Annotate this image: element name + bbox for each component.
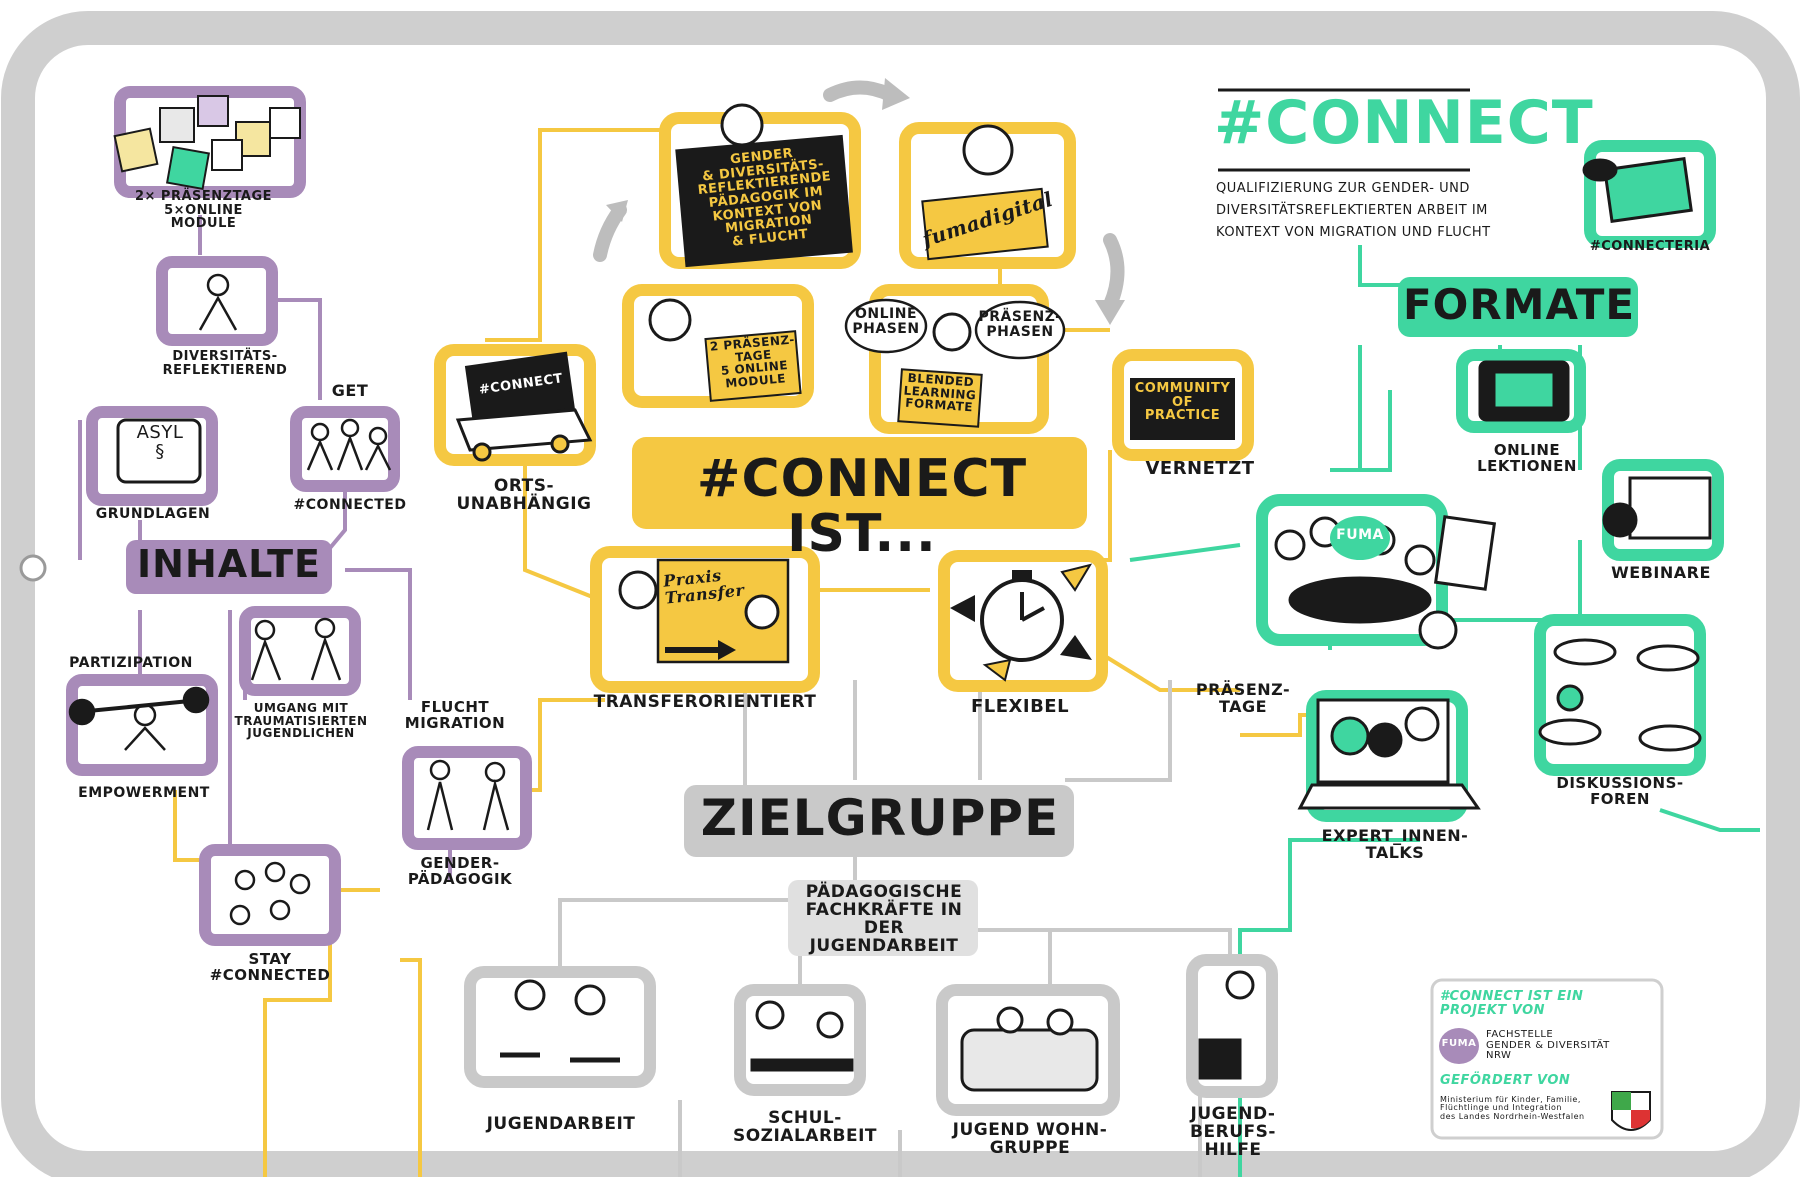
fumadigital-sign	[921, 187, 1049, 261]
gefoerdert-label: GEFÖRDERT VON	[1440, 1073, 1571, 1088]
praesenztage-sign	[704, 330, 802, 402]
online-phasen-bubble	[844, 298, 928, 354]
online-phasen-label: ONLINE PHASEN	[852, 306, 920, 337]
expert-talks-label: EXPERT_INNEN- TALKS	[1321, 826, 1469, 862]
get-label: GET	[331, 381, 369, 400]
people-sketches	[68, 273, 510, 926]
partizipation-label: PARTIZIPATION	[69, 655, 193, 671]
praesenztage-label: 2× PRÄSENZTAGE 5×ONLINE MODULE	[134, 189, 273, 232]
home-button-icon	[19, 554, 47, 582]
jugendarbeit-box	[464, 966, 656, 1088]
umgang-label: UMGANG MIT TRAUMATISIERTEN JUGENDLICHEN	[234, 701, 368, 741]
connecteria-label: #CONNECTERIA	[1589, 239, 1711, 254]
jugendarbeit-label: JUGENDARBEIT	[486, 1114, 636, 1134]
empowerment-label: EMPOWERMENT	[78, 785, 210, 801]
paedagogische-highlight	[788, 880, 978, 956]
paedagogik-board	[675, 134, 853, 268]
zielgruppe-title: ZIELGRUPPE	[700, 789, 1060, 847]
connected-label: #CONNECTED	[293, 497, 407, 513]
fuma-sign-label: FUMA	[1336, 527, 1384, 543]
flucht-box	[402, 746, 532, 850]
formate-highlight	[1398, 277, 1638, 337]
blended-sign	[897, 368, 983, 428]
community-label: COMMUNITY OF PRACTICE	[1134, 381, 1231, 424]
zielgruppe-sketches	[500, 970, 1255, 1092]
inhalte-title: INHALTE	[137, 542, 321, 586]
projekt-von-label: #CONNECT IST EIN PROJEKT VON	[1440, 989, 1584, 1018]
formate-title: FORMATE	[1402, 280, 1636, 329]
cycle-arrowheads	[606, 78, 1125, 325]
schul-box	[734, 984, 866, 1096]
diskussionsforen-label: DISKUSSIONS- FOREN	[1556, 774, 1684, 808]
praesenztage-sign-label: 2 PRÄSENZ- TAGE 5 ONLINE MODULE	[709, 332, 796, 391]
community-sign	[1130, 378, 1235, 440]
flexibel-label: FLEXIBEL	[970, 696, 1070, 717]
asyl-tablet-icon	[116, 418, 202, 484]
dice-icon	[113, 95, 301, 191]
page-title: #CONNECT	[1214, 88, 1594, 158]
fachstelle-label: FACHSTELLE GENDER & DIVERSITÄT NRW	[1486, 1029, 1610, 1061]
berufshilfe-label: JUGEND- BERUFS- HILFE	[1190, 1104, 1276, 1160]
umgang-box	[239, 606, 361, 696]
webinare-label: WEBINARE	[1611, 563, 1711, 582]
flucht-label: FLUCHT MIGRATION	[404, 698, 506, 732]
formate-sketches	[1274, 156, 1712, 810]
inhalte-highlight	[126, 540, 332, 594]
nrw-crest-icon	[1611, 1091, 1651, 1131]
zielgruppe-highlight	[684, 785, 1074, 857]
schulsozialarbeit-label: SCHUL- SOZIALARBEIT	[732, 1108, 878, 1146]
stay-connected-label: STAY #CONNECTED	[209, 950, 331, 984]
credits-box	[1430, 978, 1664, 1140]
clock-icon	[950, 563, 1093, 682]
praesenz-phasen-label: PRÄSENZ- PHASEN	[978, 309, 1062, 340]
asyl-label: ASYL §	[136, 422, 184, 462]
diversitaet-label: DIVERSITÄTS- REFLEKTIEREND	[162, 349, 288, 378]
paedagogische-fachkraefte-label: PÄDAGOGISCHE FACHKRÄFTE IN DER JUGENDARB…	[805, 882, 963, 956]
fuma-sign-shape	[1330, 516, 1390, 560]
formate-praesenztage-label: PRÄSENZ- TAGE	[1195, 680, 1291, 716]
jugendwohngruppe-label: JUGEND WOHN- GRUPPE	[952, 1120, 1108, 1158]
gender-paedagogik-label: GENDER- PÄDAGOGIK	[407, 854, 513, 888]
online-lektionen-label: ONLINE LEKTIONEN	[1477, 441, 1577, 475]
paedagogik-board-text: GENDER & DIVERSITÄTS- REFLEKTIERENDE PÄD…	[697, 145, 832, 250]
connect-ist-title: #CONNECT IST...	[696, 449, 1028, 564]
grundlagen-label: GRUNDLAGEN	[95, 506, 211, 522]
transferorientiert-label: TRANSFERORIENTIERT	[593, 692, 817, 712]
stay-box	[199, 844, 341, 946]
laptop-icon	[455, 351, 593, 462]
vernetzt-label: VERNETZT	[1145, 458, 1255, 479]
praesenz-phasen-bubble	[974, 300, 1066, 360]
center-faces	[618, 103, 1014, 630]
page-subtitle: QUALIFIZIERUNG ZUR GENDER- UND DIVERSITÄ…	[1216, 181, 1491, 241]
fuma-logo-text: FUMA	[1441, 1038, 1477, 1049]
connect-ist-highlight	[632, 437, 1087, 529]
ministerium-label: Ministerium für Kinder, Familie, Flüchtl…	[1440, 1095, 1585, 1121]
ortsunabhaengig-label: ORTS- UNABHÄNGIG	[456, 476, 592, 514]
fuma-logo-circle	[1439, 1028, 1479, 1064]
blended-label: BLENDED LEARNING FORMATE	[903, 370, 977, 415]
